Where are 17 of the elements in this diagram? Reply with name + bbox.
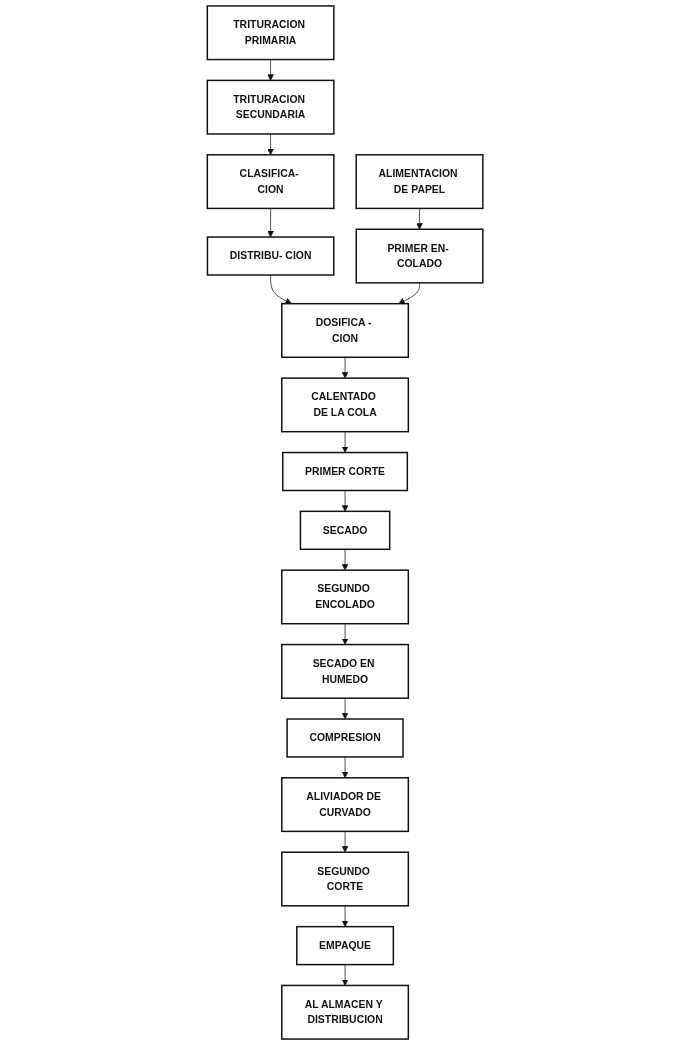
node-box: CALENTADO DE LA COLA [281,377,410,433]
node-box: SECADO EN HUMEDO [281,643,410,699]
node-box: DISTRIBU- CION [207,236,335,276]
node-box: COMPRESION [286,718,405,758]
node-box: ALIMENTACION DE PAPEL [355,154,484,210]
node-box: SECADO [300,510,391,551]
node-box: AL ALMACEN Y DISTRIBUCION [281,984,410,1040]
node-box: CLASIFICA- CION [207,154,335,210]
node-box: DOSIFICA - CION [281,302,410,358]
node-box: PRIMER EN- COLADO [355,228,484,284]
node-box: EMPAQUE [296,925,395,966]
node-box: TRITURACION SECUNDARIA [207,79,335,135]
node-box: SEGUNDO ENCOLADO [281,569,410,625]
node-box: ALIVIADOR DE CURVADO [281,777,410,833]
node-box: PRIMER CORTE [282,451,409,492]
node-box: TRITURACION PRIMARIA [207,5,335,61]
node-box: SEGUNDO CORTE [281,851,410,907]
